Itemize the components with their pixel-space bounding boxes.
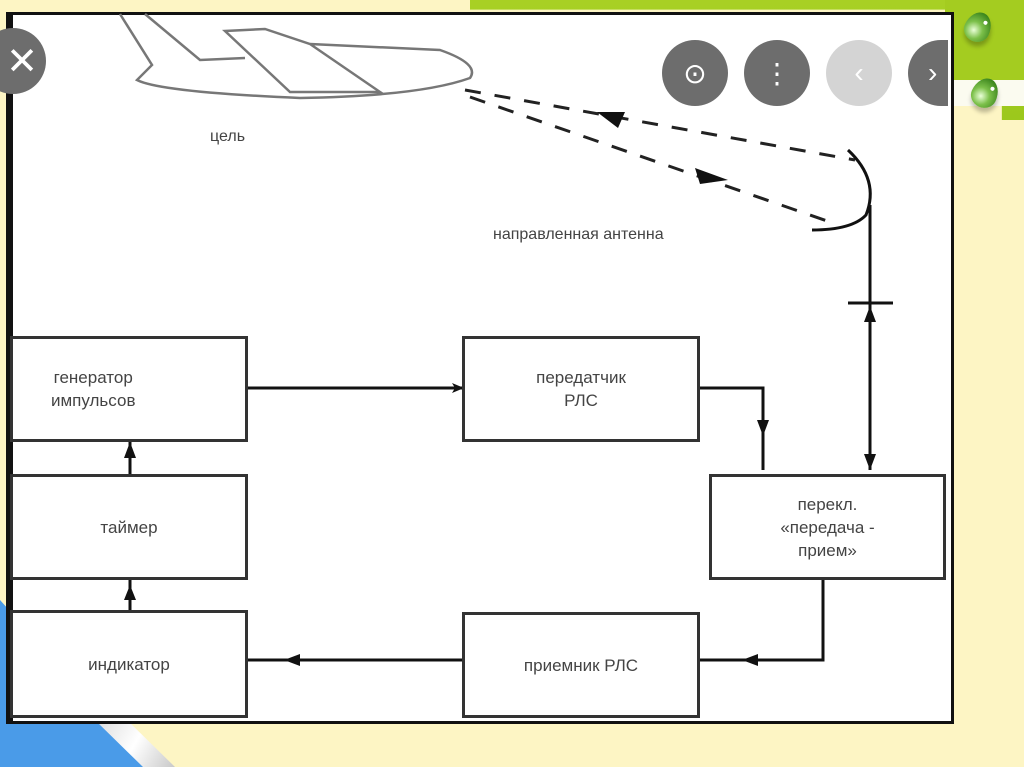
antenna-dish-icon: [811, 148, 872, 232]
previous-button[interactable]: ‹: [826, 40, 892, 106]
target-label: цель: [210, 128, 246, 145]
chevron-right-icon: ›: [928, 57, 938, 88]
close-button[interactable]: ✕: [0, 28, 46, 94]
beam-outgoing-arrow: [695, 168, 728, 184]
block-indicator: индикатор: [10, 610, 248, 718]
antenna-label: направленная антенна: [493, 226, 664, 243]
chevron-left-icon: ‹: [854, 57, 864, 88]
lens-search-button[interactable]: ⊙: [662, 40, 728, 106]
more-vertical-icon: ⋮: [763, 57, 791, 89]
beam-lines: [464, 88, 856, 224]
airplane-icon: [118, 13, 474, 100]
block-timer: таймер: [10, 474, 248, 580]
block-receiver: приемник РЛС: [462, 612, 700, 718]
close-icon: ✕: [6, 40, 38, 83]
block-switch: перекл.«передача -прием»: [709, 474, 946, 580]
more-options-button[interactable]: ⋮: [744, 40, 810, 106]
beam-return-arrow: [597, 112, 625, 128]
lens-icon: ⊙: [683, 57, 707, 89]
